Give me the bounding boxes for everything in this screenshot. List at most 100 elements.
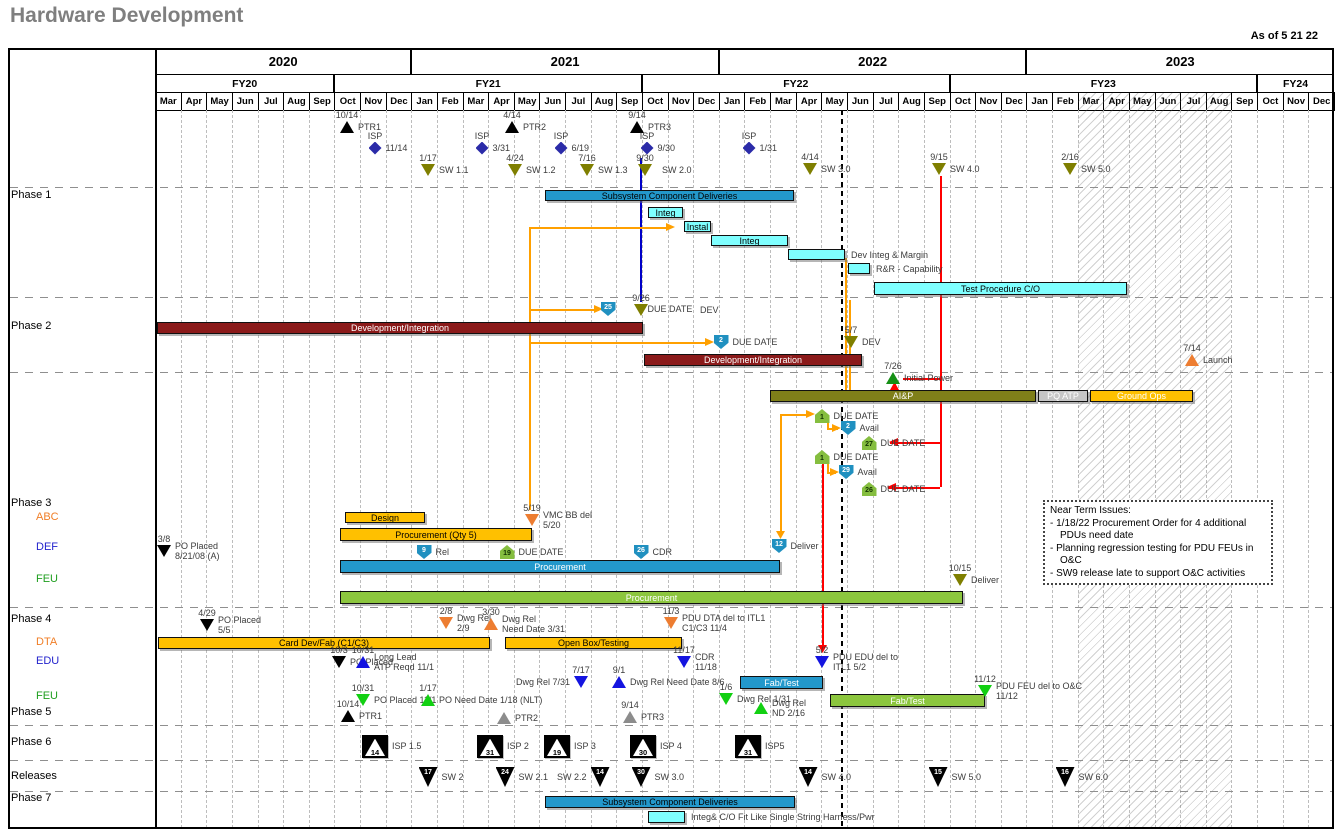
milestone-label: PO Placed	[218, 615, 262, 625]
milestone-date: 7/17	[572, 665, 590, 675]
milestone-label: 9/30	[657, 143, 676, 153]
milestone-label: Rel	[435, 547, 450, 557]
milestone-label: C1/C3 11/4	[682, 623, 727, 633]
milestone-flag-down-icon: 26	[633, 545, 649, 559]
milestone-date: ISP	[741, 130, 757, 141]
row-label: Releases	[11, 770, 57, 782]
milestone-label: SW 5.0	[951, 772, 982, 782]
milestone-label: 2/9	[457, 623, 470, 633]
month-gridline	[616, 110, 618, 828]
month-gridline	[411, 110, 413, 828]
month-gridline	[1000, 110, 1002, 828]
milestone-flag-down-icon: 9	[416, 545, 432, 559]
milestone-flag-down-icon: 29	[838, 465, 854, 479]
row-label: Phase 4	[11, 613, 52, 625]
label-column-divider	[155, 48, 157, 829]
note-box: Near Term Issues: - 1/18/22 Procurement …	[1043, 500, 1273, 585]
milestone-label: PO Placed	[175, 541, 219, 551]
month-gridline	[1103, 110, 1105, 828]
month-gridline	[334, 110, 336, 828]
milestone-triangle-icon: 19	[544, 734, 570, 758]
phase-separator	[10, 187, 1332, 188]
milestone-flag-up-icon: 26	[861, 482, 877, 496]
task-bar: Development/Integration	[644, 354, 862, 366]
task-bar: Fab/Test	[740, 676, 823, 689]
milestone-triangle-icon: 31	[477, 734, 503, 758]
row-label: ABC	[36, 511, 59, 523]
arrowhead-icon	[705, 338, 714, 346]
task-bar	[648, 811, 685, 823]
connector-line	[890, 442, 940, 444]
row-label: FEU	[36, 573, 58, 585]
month-gridline	[1026, 110, 1028, 828]
milestone-label: PDU EDU del to	[833, 652, 899, 662]
task-bar: Open Box/Testing	[505, 637, 682, 649]
milestone-flag-down-icon: 2	[840, 421, 856, 435]
month-gridline	[462, 110, 464, 828]
month-gridline	[1154, 110, 1156, 828]
milestone-flag-down-icon: 2	[713, 335, 729, 349]
milestone-date: 10/31	[351, 645, 375, 655]
milestone-label: SW 2.2	[556, 772, 587, 782]
month-gridline	[975, 110, 977, 828]
month-gridline	[1257, 110, 1259, 828]
month-gridline	[744, 110, 746, 828]
connector-line	[888, 487, 940, 489]
milestone-label: Deliver	[790, 541, 819, 551]
bar-right-label: Integ& C/O Fit Like Single String Harnes…	[691, 812, 875, 822]
row-label: Phase 5	[11, 706, 52, 718]
connector-line	[529, 227, 668, 229]
milestone-label: DUE DATE	[833, 411, 879, 421]
month-gridline	[1282, 110, 1284, 828]
milestone-date: 10/3	[330, 645, 348, 655]
task-bar: Development/Integration	[157, 322, 643, 334]
month-gridline	[1231, 110, 1233, 828]
milestone-label: Avail	[859, 423, 879, 433]
month-gridline	[1308, 110, 1310, 828]
connector-line	[640, 158, 642, 302]
milestone-date: ISP	[474, 130, 490, 141]
milestone-date: ISP	[553, 130, 569, 141]
milestone-date: 1/17	[419, 153, 437, 163]
month-gridline	[231, 110, 233, 828]
arrowhead-icon	[806, 410, 815, 418]
task-bar: Integ	[648, 207, 683, 218]
connector-line	[845, 258, 847, 390]
milestone-label: SW 4.0	[821, 772, 852, 782]
milestone-label: 3/31	[492, 143, 511, 153]
milestone-label: ATP Reqd 11/1	[374, 662, 435, 672]
milestone-date: 9/15	[930, 152, 948, 162]
milestone-date: 11/17	[673, 645, 695, 655]
chart-outer-border	[8, 48, 1334, 829]
month-gridline	[718, 110, 720, 828]
note-box-title: Near Term Issues:	[1050, 505, 1131, 516]
task-bar: Test Procedure C/O	[874, 282, 1127, 295]
milestone-diamond-icon	[554, 141, 568, 155]
milestone-label: 5/20	[543, 520, 561, 530]
milestone-label: SW 2.1	[518, 772, 549, 782]
arrowhead-icon	[887, 483, 896, 491]
milestone-label: Dwg Rel Need Date 8/6	[630, 677, 725, 687]
milestone-label: Need Date 3/31	[502, 624, 566, 634]
row-label: DEF	[36, 541, 58, 553]
month-gridline	[641, 110, 643, 828]
milestone-date: 9/30	[636, 153, 654, 163]
milestone-label: SW 3.0	[821, 164, 851, 174]
month-gridline	[949, 110, 951, 828]
milestone-label: PTR3	[648, 122, 672, 132]
note-box-item: - SW9 release late to support O&C activi…	[1050, 567, 1246, 579]
task-bar	[788, 249, 845, 260]
milestone-triangle-icon: 30	[630, 734, 656, 758]
milestone-label: Dwg Rel 7/31	[515, 677, 570, 687]
month-gridline	[180, 110, 182, 828]
connector-line	[827, 421, 829, 428]
milestone-date: 4/14	[801, 152, 819, 162]
milestone-date: 5/19	[523, 503, 541, 513]
milestone-date: 5/7	[844, 325, 858, 335]
month-gridline	[1205, 110, 1207, 828]
row-label: Phase 1	[11, 189, 52, 201]
arrowhead-icon	[776, 531, 785, 539]
month-gridline	[488, 110, 490, 828]
milestone-label: DEV	[700, 305, 719, 315]
month-gridline	[667, 110, 669, 828]
